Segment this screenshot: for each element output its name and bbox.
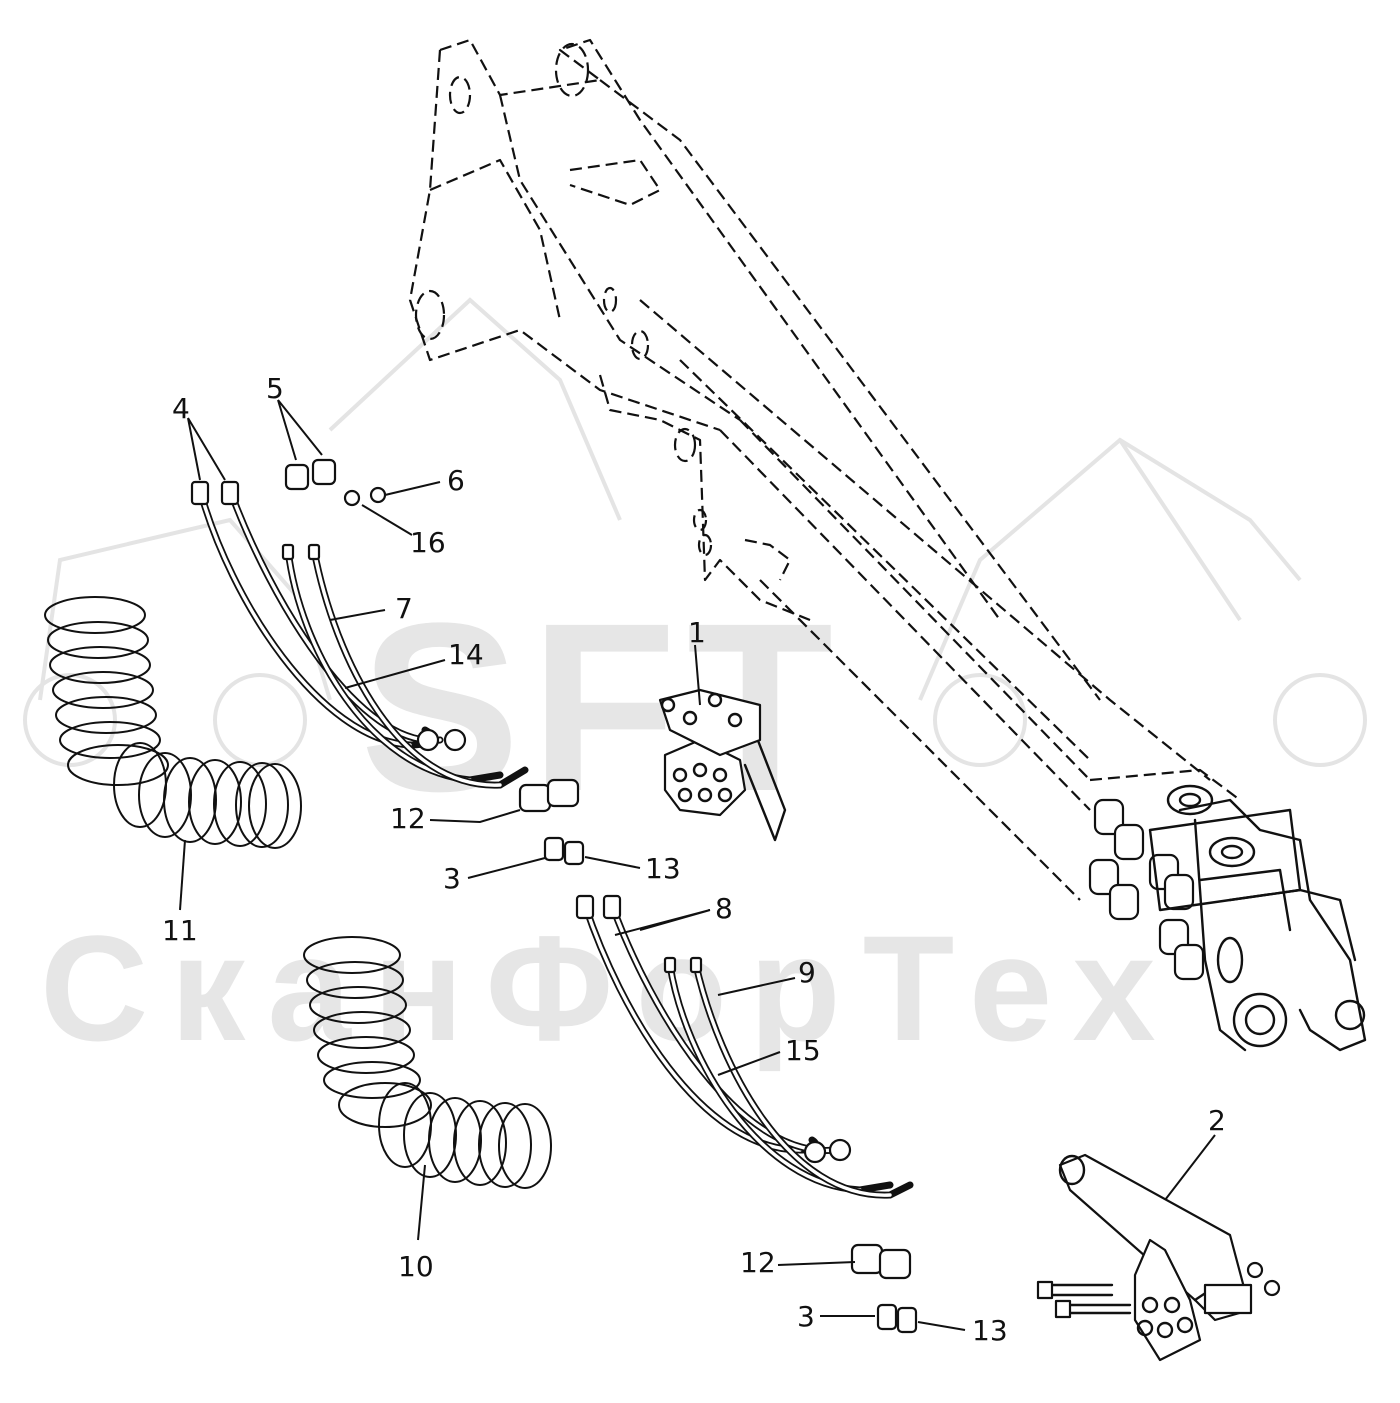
watermark-logo: SFT [360, 573, 843, 841]
callout-6: 6 [447, 464, 465, 497]
callout-8: 8 [715, 892, 733, 925]
callout-2: 2 [1208, 1104, 1226, 1137]
callout-13-lower: 13 [972, 1314, 1008, 1347]
callout-7: 7 [395, 592, 413, 625]
watermark-layer: SFT СканФорТех [23, 297, 1367, 1072]
hose-set-lower [575, 894, 914, 1199]
callout-3-lower: 3 [797, 1300, 815, 1333]
hose-set-upper [190, 480, 529, 789]
fittings-5-6-16 [284, 458, 387, 507]
callout-3-upper: 3 [443, 862, 461, 895]
callout-labels: 1 2 3 3 4 5 6 7 8 9 10 11 12 12 13 13 14… [162, 372, 1226, 1347]
callout-12-upper: 12 [390, 802, 426, 835]
callout-4: 4 [172, 392, 190, 425]
callout-10: 10 [398, 1250, 434, 1283]
callout-11: 11 [162, 914, 198, 947]
spiral-hose-guard-item-10 [303, 936, 552, 1189]
valve-block-cluster [1088, 784, 1302, 981]
callout-9: 9 [798, 956, 816, 989]
watermark-company: СканФорТех [40, 904, 1178, 1072]
callout-15: 15 [785, 1034, 821, 1067]
watermark-excavator-right-icon [918, 437, 1367, 767]
callout-16: 16 [410, 526, 446, 559]
fittings-upper-12-3-13 [518, 778, 585, 866]
bracket-item-1 [658, 688, 787, 842]
leader-lines [179, 399, 1216, 1331]
boom-arm [408, 38, 1367, 1052]
callout-1: 1 [688, 616, 706, 649]
spiral-hose-guard-item-11 [44, 596, 302, 849]
fittings-lower-12-3-13 [850, 1243, 918, 1334]
bracket-item-2 [1036, 1153, 1281, 1362]
callout-13-upper: 13 [645, 852, 681, 885]
callout-12-lower: 12 [740, 1246, 776, 1279]
callout-14: 14 [448, 638, 484, 671]
callout-5: 5 [266, 372, 284, 405]
